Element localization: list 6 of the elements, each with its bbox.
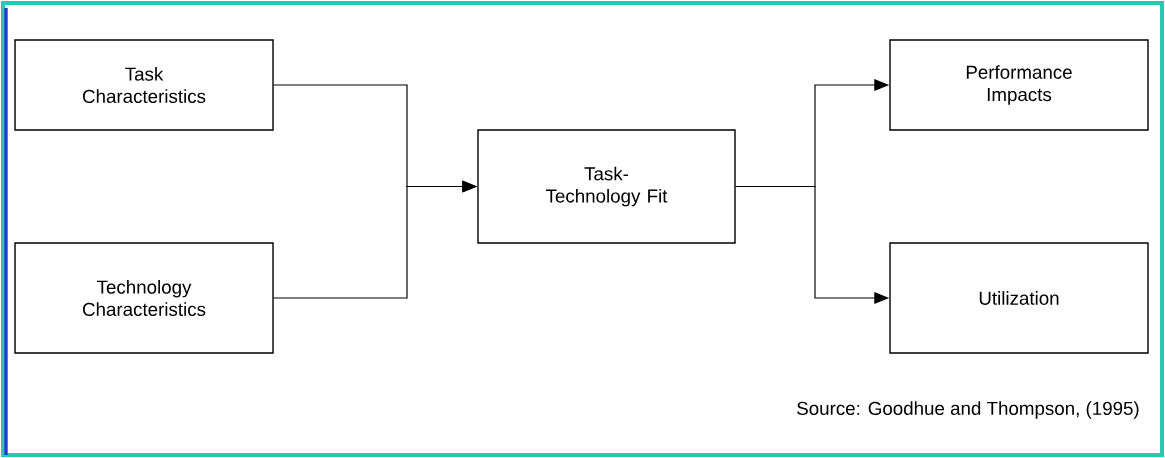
source-note: Source: Goodhue and Thompson, (1995) [797,401,1139,419]
process-box: Technology Characteristics [14,242,274,354]
process-box: Task-Technology Fit [477,129,736,244]
process-box: Utilization [889,242,1149,354]
process-box: Performance Impacts [889,39,1149,131]
process-box: Task Characteristics [14,39,274,131]
